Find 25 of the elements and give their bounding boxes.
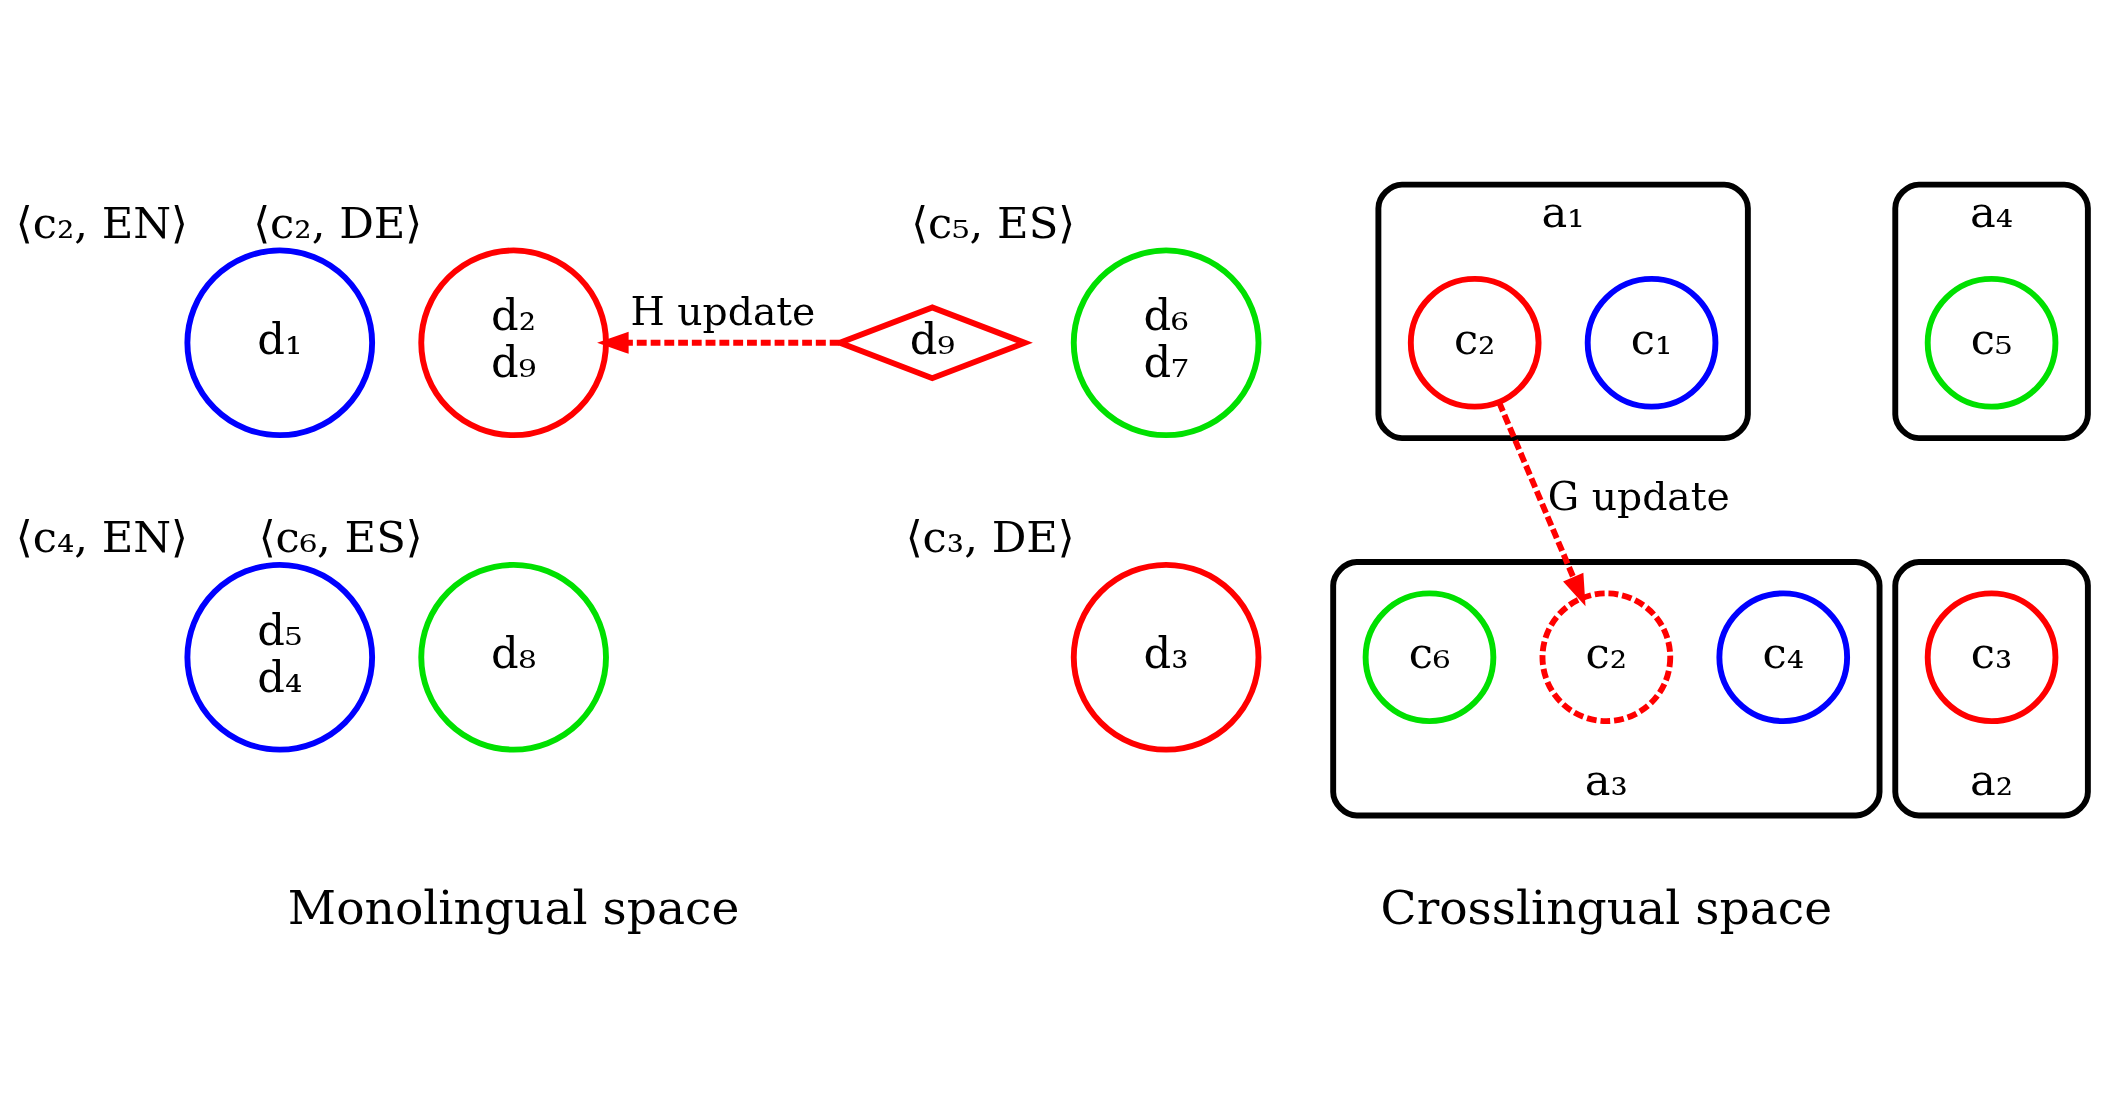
node-label: ⟨c₂, EN⟩ xyxy=(15,197,188,248)
node-circle: d₅ d₄ xyxy=(184,561,376,753)
node-label: ⟨c₃, DE⟩ xyxy=(905,511,1075,562)
node-circle: c₂ xyxy=(1407,275,1542,410)
label: Monolingual space xyxy=(287,879,740,935)
node-circle: c₄ xyxy=(1716,589,1851,724)
node-label: ⟨c₂, DE⟩ xyxy=(253,197,423,248)
node-label: ⟨c₅, ES⟩ xyxy=(911,197,1076,248)
node-circle: c₂ xyxy=(1539,589,1674,724)
node-label: ⟨c₆, ES⟩ xyxy=(258,511,423,562)
node-circle: d₃ xyxy=(1070,561,1262,753)
node-circle: d₁ xyxy=(184,246,376,438)
node-circle: d₈ xyxy=(418,561,609,753)
edge-label: H update xyxy=(630,288,816,334)
node-circle: c₁ xyxy=(1584,275,1719,410)
arrow xyxy=(597,331,840,354)
label: Crosslingual space xyxy=(1380,879,1833,935)
node-circle: c₃ xyxy=(1924,589,2059,724)
arrow xyxy=(1496,400,1586,606)
node-circle: c₅ xyxy=(1924,275,2059,410)
node-circle: c₆ xyxy=(1362,589,1497,724)
node-label: ⟨c₄, EN⟩ xyxy=(15,511,188,562)
node-circle: d₆ d₇ xyxy=(1070,246,1262,438)
node-circle: d₂ d₉ xyxy=(418,246,609,438)
edge-label: G update xyxy=(1547,473,1730,519)
